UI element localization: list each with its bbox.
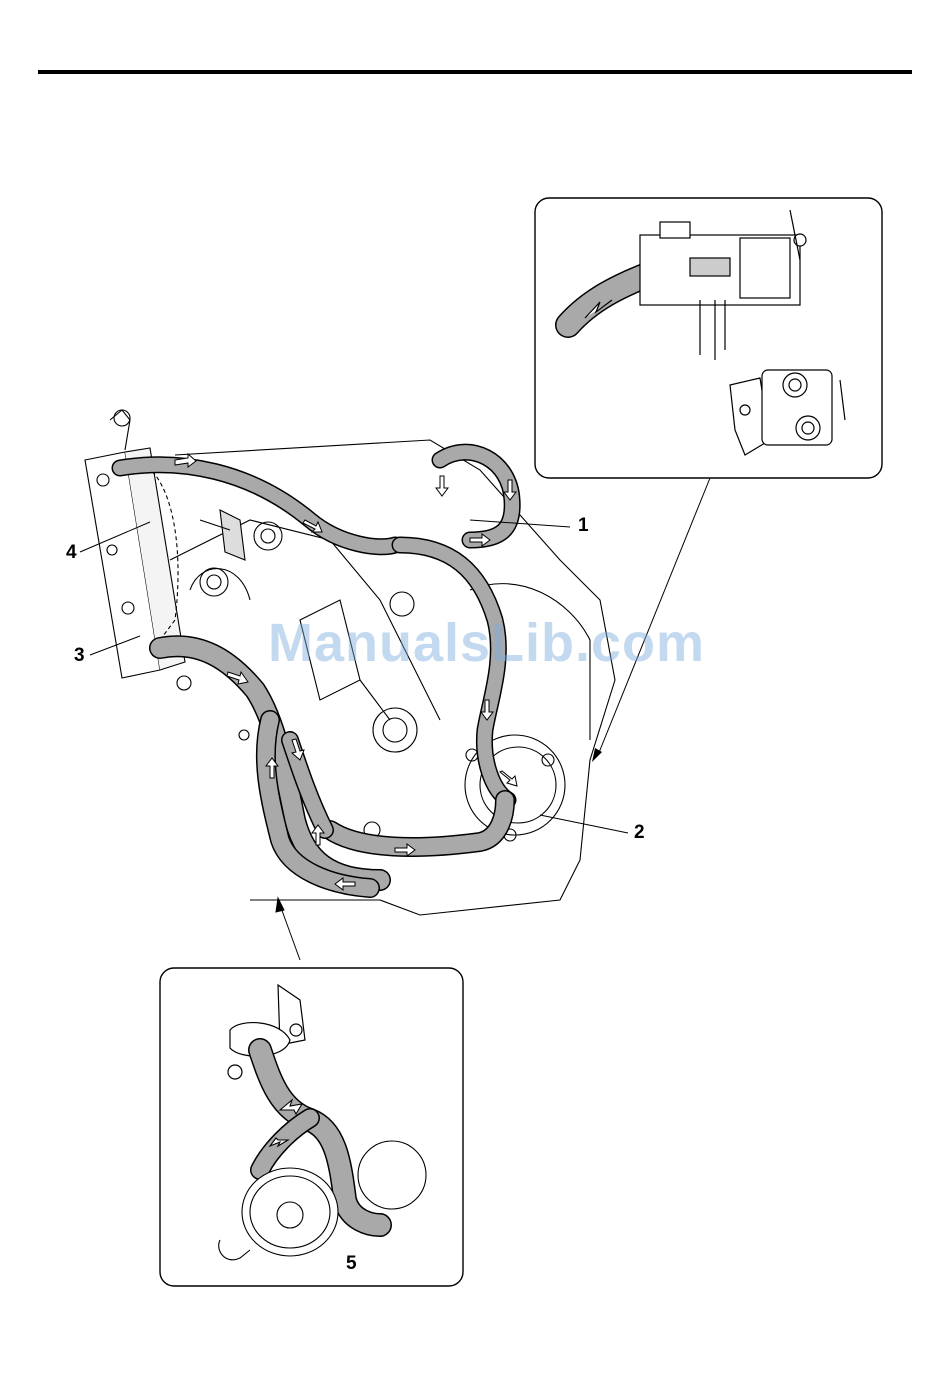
callout-1: 1 (578, 515, 589, 537)
watermark: ManualsLib.com (268, 612, 705, 674)
thermostat-detail-inset (535, 198, 882, 478)
callout-3: 3 (74, 645, 85, 667)
callout-2: 2 (634, 822, 645, 844)
callout-4: 4 (66, 542, 77, 564)
oil-cooler-detail-inset (160, 968, 463, 1286)
callout-5: 5 (346, 1253, 357, 1275)
